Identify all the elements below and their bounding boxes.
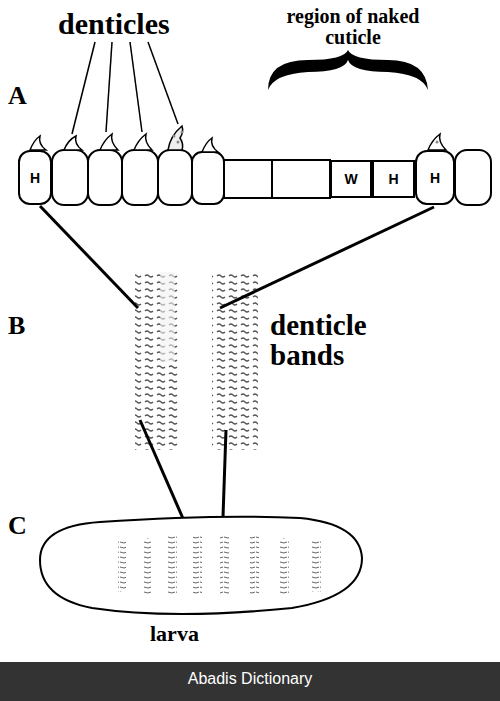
- panel-letter: B: [8, 312, 25, 339]
- cell-letter: W: [344, 171, 357, 187]
- cell-h: H: [415, 150, 455, 205]
- watermark: Abadis Dictionary: [0, 671, 500, 688]
- cell-letter: H: [430, 170, 440, 186]
- cell-letter: H: [388, 171, 398, 187]
- larva-label: larva: [150, 622, 199, 645]
- cell-h: H: [372, 160, 415, 198]
- region-label: region of naked cuticle: [278, 6, 428, 48]
- denticles-label: denticles: [58, 8, 170, 40]
- cell-w: W: [330, 160, 372, 198]
- panel-letter: C: [8, 512, 27, 539]
- panel-letter: A: [8, 82, 27, 109]
- bands-label: denticle bands: [270, 310, 400, 371]
- cell-letter: H: [30, 170, 40, 186]
- cell-h: H: [18, 150, 52, 205]
